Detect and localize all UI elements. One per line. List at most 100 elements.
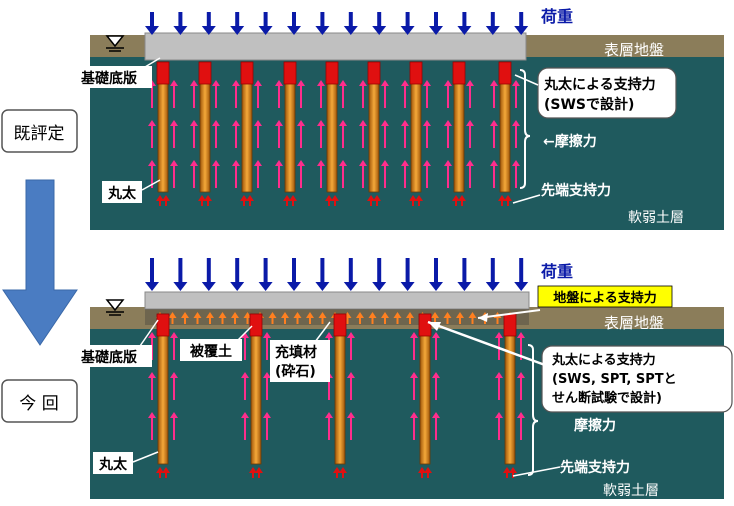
tip-arrow-head <box>198 195 206 201</box>
load-arrow-head <box>457 282 472 291</box>
load-arrow-head <box>372 282 387 291</box>
pile-support-label-2: (SWSで設計) <box>544 96 634 113</box>
pile-body <box>334 313 346 465</box>
pile-label-box <box>102 181 142 203</box>
friction-arrow-head <box>275 80 283 86</box>
friction-label: 摩擦力 <box>574 417 616 434</box>
friction-arrow-head <box>466 80 474 86</box>
friction-arrow-head <box>212 80 220 86</box>
friction-arrow-head <box>263 372 271 378</box>
cover-label-box <box>180 339 242 361</box>
ground-support-arrow-head <box>168 312 177 318</box>
down-arrow <box>2 179 78 346</box>
ground-support-arrow-head <box>206 312 214 318</box>
friction-arrow-head <box>232 160 240 166</box>
tip-arrow-head <box>255 467 263 473</box>
friction-arrow-head <box>401 120 409 126</box>
pile-head <box>156 313 170 337</box>
tip-arrow-head <box>458 195 466 201</box>
friction-arrow-head <box>170 80 178 86</box>
friction-arrow-head <box>275 120 283 126</box>
friction-arrow-head <box>263 412 271 418</box>
pile-body <box>157 313 169 465</box>
ground-support-arrow-head <box>431 312 439 318</box>
pile-support-callout <box>541 345 733 413</box>
friction-arrow-head <box>190 160 198 166</box>
tip-arrow-head <box>156 195 164 201</box>
friction-arrow-head <box>517 412 525 418</box>
now-label-box <box>1 379 78 423</box>
load-arrow-head <box>429 26 443 35</box>
load-arrow-head <box>514 26 529 35</box>
tip-label: 先端支持力 <box>541 182 611 199</box>
friction-arrow-head <box>325 332 333 338</box>
friction-arrow-head <box>339 80 347 86</box>
load-arrow-head <box>315 282 330 291</box>
friction-arrow-head <box>490 160 498 166</box>
friction-arrow-head <box>359 80 367 86</box>
ground-support-arrow-head <box>318 312 327 318</box>
friction-arrow-head <box>410 412 418 418</box>
friction-arrow-head <box>410 332 418 338</box>
friction-arrow-head <box>347 372 355 378</box>
load-arrow-head <box>485 282 500 291</box>
pile-body <box>250 313 262 465</box>
load-arrow-head <box>400 282 415 291</box>
soft-label: 軟弱土層 <box>628 210 684 226</box>
tip-arrow-head <box>367 195 375 201</box>
tip-arrow-head <box>204 195 212 201</box>
load-arrow-head <box>457 26 472 35</box>
friction-arrow-head <box>148 160 156 166</box>
slab-label: 基礎底版 <box>81 70 137 87</box>
ground-support-arrow-head <box>268 312 277 318</box>
friction-arrow-head <box>495 332 503 338</box>
piles <box>148 313 525 478</box>
friction-arrow-head <box>444 80 452 86</box>
ground-support-arrow-head <box>193 312 202 318</box>
friction-arrow-head <box>517 332 525 338</box>
tip-arrow-head <box>249 467 257 473</box>
tip-arrow-head <box>333 467 341 473</box>
load-arrow-head <box>372 26 387 35</box>
ground-support-arrow-head <box>281 312 289 318</box>
soft-label: 軟弱土層 <box>603 483 659 499</box>
fill-label-2: (砕石) <box>275 363 316 380</box>
friction-arrow-head <box>432 412 440 418</box>
ground-support-arrow-head <box>406 312 414 318</box>
slab-label: 基礎底版 <box>81 349 137 366</box>
pile-label-box <box>93 452 133 474</box>
friction-arrow-head <box>297 80 305 86</box>
pile-head <box>198 61 212 85</box>
cover-label: 被覆土 <box>190 343 232 360</box>
load-arrow-head <box>315 26 330 35</box>
ground-support-arrow-head <box>443 312 452 318</box>
slab <box>144 291 530 310</box>
pile-head <box>409 61 423 85</box>
tip-arrow-head <box>452 195 460 201</box>
tip-arrow-head <box>289 195 297 201</box>
friction-arrow-head <box>444 120 452 126</box>
water-level-icon <box>105 299 125 316</box>
ground-support-arrow-head <box>231 312 239 318</box>
ground-support-arrow-head <box>293 312 302 318</box>
friction-arrow-head <box>347 412 355 418</box>
pile-support-label-2: (SWS, SPT, SPTと <box>552 372 677 387</box>
friction-arrow-head <box>512 120 520 126</box>
friction-arrow-head <box>275 160 283 166</box>
load-arrows <box>145 258 529 291</box>
soft-soil <box>90 35 724 230</box>
tip-arrow-head <box>409 195 417 201</box>
pile-body <box>419 313 431 465</box>
ground-support-highlight <box>537 285 673 308</box>
pile-head <box>249 313 263 337</box>
friction-arrow-head <box>263 332 271 338</box>
friction-arrow-head <box>381 120 389 126</box>
slab <box>144 32 527 61</box>
pile-head <box>325 61 339 85</box>
tip-arrow-head <box>240 195 248 201</box>
load-arrow-head <box>145 282 159 291</box>
friction-arrow-head <box>297 120 305 126</box>
surface-label: 表層地盤 <box>604 41 664 59</box>
friction-arrow-head <box>170 120 178 126</box>
friction-arrow-head <box>339 160 347 166</box>
